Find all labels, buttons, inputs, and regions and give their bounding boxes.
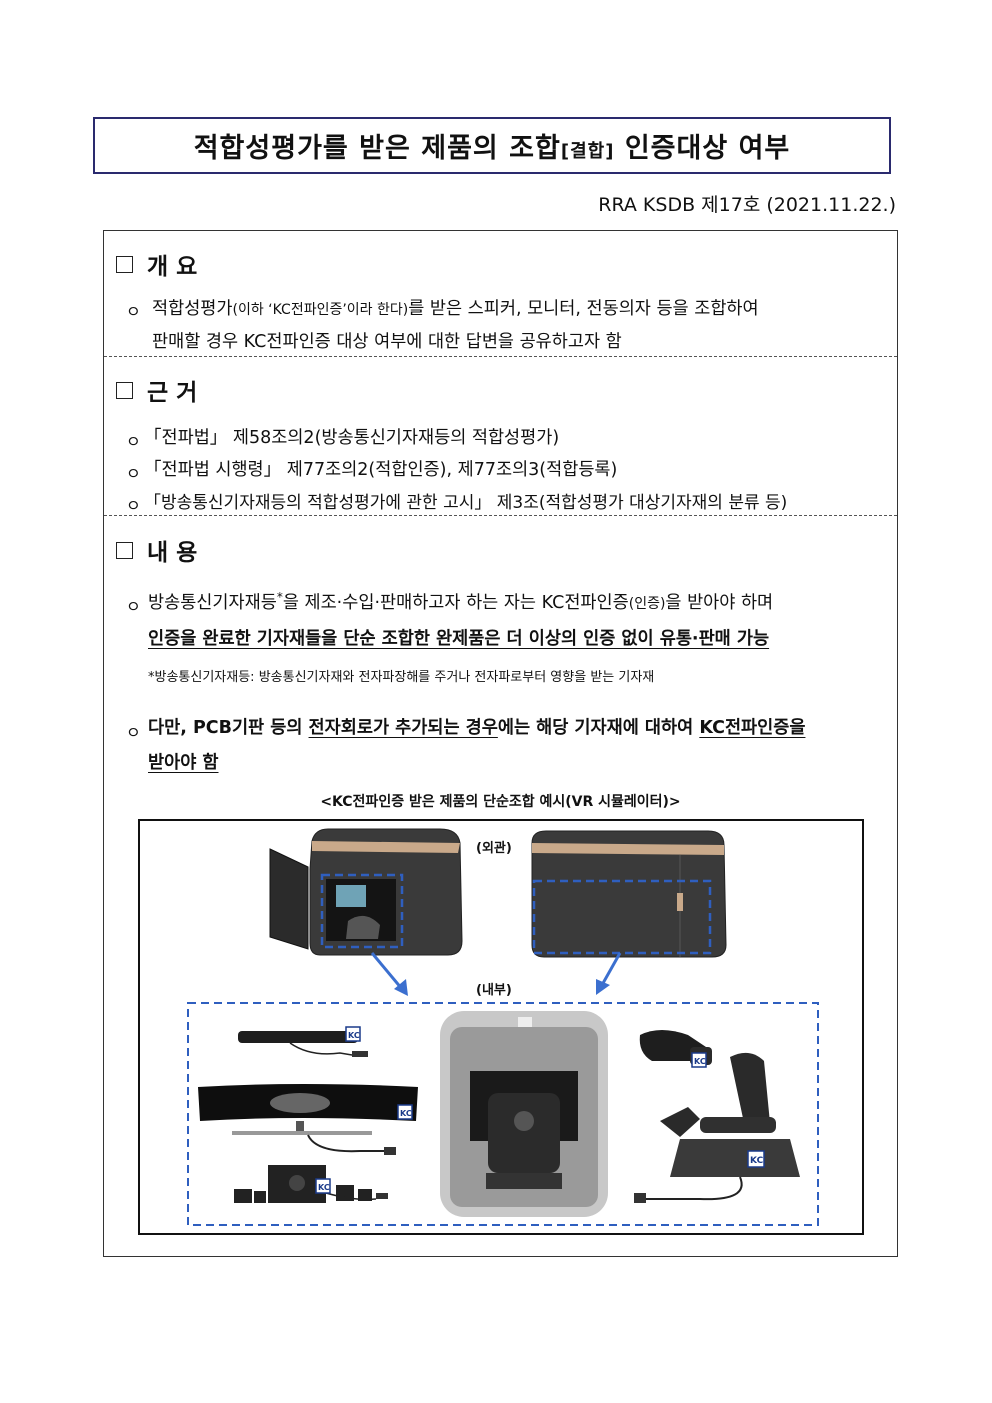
content-frame: 개 요 ㅇ 적합성평가(이하 ‘KC전파인증’이라 한다)를 받은 스피커, 모… (103, 230, 898, 1257)
content-p1-line-2: 인증을 완료한 기자재들을 단순 조합한 완제품은 더 이상의 인증 없이 유통… (148, 629, 770, 649)
booth-closed-icon (531, 830, 727, 958)
arrow-icon (600, 952, 622, 986)
interior-dashed-box (187, 1002, 819, 1226)
bullet-icon: ㅇ (126, 496, 141, 515)
document-title-box: 적합성평가를 받은 제품의 조합[결합] 인증대상 여부 (93, 117, 891, 174)
document-number: RRA KSDB 제17호 (2021.11.22.) (598, 194, 896, 216)
section-heading-basis: 근 거 (116, 373, 197, 407)
vr-simulator-figure: (외관) (내부) (138, 819, 864, 1235)
bullet-icon: ㅇ (126, 432, 141, 451)
arrow-icon (370, 952, 404, 990)
arrow-head-icon (596, 979, 610, 995)
figure-label-interior: (내부) (476, 983, 512, 998)
svg-text:KC: KC (694, 1057, 706, 1066)
bullet-icon: ㅇ (126, 302, 141, 321)
basis-item-1: 「전파법」 제58조의2(방송통신기자재등의 적합성평가) (144, 428, 560, 448)
booth-interior-icon (440, 1011, 608, 1217)
checkbox-icon (116, 381, 133, 399)
checkbox-icon (116, 255, 133, 273)
bullet-icon: ㅇ (126, 723, 141, 742)
bullet-icon: ㅇ (126, 597, 141, 616)
document-title: 적합성평가를 받은 제품의 조합[결합] 인증대상 여부 (193, 133, 791, 164)
vr-headset-icon: KC (639, 1030, 712, 1068)
basis-item-2: 「전파법 시행령」 제77조의2(적합인증), 제77조의3(적합등록) (144, 460, 618, 480)
motion-chair-icon: KC (634, 1052, 800, 1203)
svg-text:KC: KC (318, 1183, 330, 1192)
overview-line-1: 적합성평가(이하 ‘KC전파인증’이라 한다)를 받은 스피커, 모니터, 전동… (152, 299, 759, 319)
figure-illustration: KC KC (187, 828, 819, 1226)
svg-text:KC: KC (750, 1156, 764, 1166)
section-divider (104, 356, 897, 357)
checkbox-icon (116, 541, 133, 559)
sensor-bar-icon: KC (238, 1026, 368, 1057)
curved-monitor-icon: KC (198, 1084, 418, 1155)
figure-label-exterior: (외관) (476, 841, 512, 856)
content-p1-line-1: 방송통신기자재등*을 제조·수입·판매하고자 하는 자는 KC전파인증(인증)을… (148, 590, 774, 613)
overview-line-2: 판매할 경우 KC전파인증 대상 여부에 대한 답변을 공유하고자 함 (152, 332, 622, 352)
arrow-head-icon (394, 979, 408, 996)
bullet-icon: ㅇ (126, 464, 141, 483)
section-divider (104, 515, 897, 516)
content-p2-line-1: 다만, PCB기판 등의 전자회로가 추가되는 경우에는 해당 기자재에 대하여… (148, 718, 806, 738)
booth-open-icon (269, 828, 463, 956)
section-heading-content: 내 용 (116, 533, 197, 567)
svg-text:KC: KC (400, 1109, 412, 1118)
content-p2-line-2: 받아야 함 (148, 753, 219, 773)
figure-caption: <KC전파인증 받은 제품의 단순조합 예시(VR 시뮬레이터)> (320, 794, 681, 810)
section-heading-overview: 개 요 (116, 247, 197, 281)
title-bracket: [결합] (560, 141, 615, 162)
speaker-set-icon: KC (234, 1165, 388, 1203)
basis-item-3: 「방송통신기자재등의 적합성평가에 관한 고시」 제3조(적합성평가 대상기자재… (144, 493, 788, 513)
svg-text:KC: KC (348, 1031, 360, 1040)
content-footnote: *방송통신기자재등: 방송통신기자재와 전자파장해를 주거나 전자파로부터 영향… (148, 670, 655, 685)
